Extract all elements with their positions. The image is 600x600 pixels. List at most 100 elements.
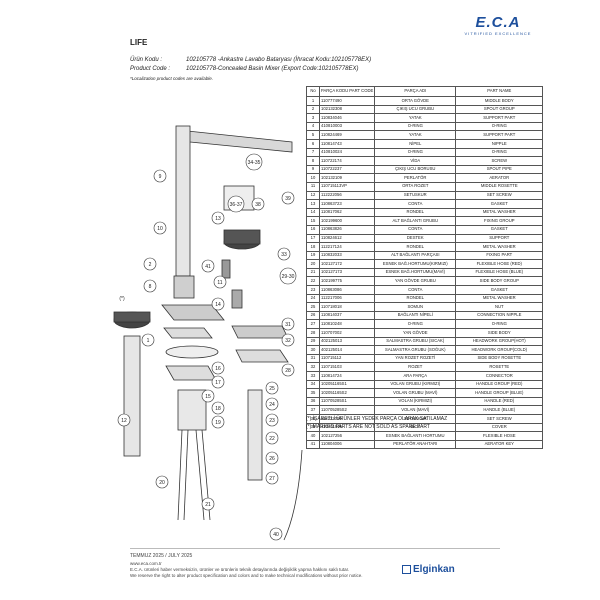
part-code: 110722174 [318, 156, 376, 166]
part-name: FLEXIBLE HOSE (RED) [455, 259, 544, 269]
part-code: 102132308 [318, 104, 376, 115]
part-name: SUPPORT PART [455, 113, 544, 123]
part-name: FIXING GROUP [455, 216, 544, 226]
callout-36-37: 36-37 [230, 202, 243, 208]
callout-28: 28 [285, 368, 291, 374]
parca-adi: ORTA ROZET [374, 181, 457, 192]
parca-adi: YAN GÖVDE [374, 328, 457, 338]
product-code-label: Product Code : [130, 66, 171, 72]
part-name: SIDE BODY [455, 328, 544, 338]
parca-adi: DESTEK [374, 233, 457, 244]
side-body-right [247, 389, 263, 481]
part-code: 112222056 [318, 190, 376, 201]
parca-adi: ORTA GÖVDE [374, 96, 457, 106]
part-name: SUPPORT [455, 233, 544, 244]
part-name: COVER [455, 422, 544, 433]
parca-adi: VOLAN (MAVİ) [374, 405, 457, 415]
part-number: 30 [306, 345, 320, 355]
part-name: GASKET [455, 224, 544, 235]
part-number: 40 [306, 431, 320, 441]
urun-kodu-label: Ürün Kodu : [130, 57, 163, 63]
part-number: 18 [306, 242, 320, 252]
part-name: HEADWORK GROUP(COLD) [455, 345, 544, 355]
footer-date: TEMMUZ 2025 / JULY 2025 [130, 553, 193, 559]
part-number: 19 [306, 250, 320, 261]
part-code: 102127173 [318, 267, 376, 278]
part-number: 12 [306, 190, 320, 201]
parca-adi: ÇIKIŞ UCU BORUSU [374, 164, 457, 175]
parca-adi: YATAK [374, 130, 457, 140]
part-name: O-RING [455, 319, 544, 330]
spout [176, 129, 293, 153]
part-name: HEADWORK GROUP(HOT) [455, 336, 544, 347]
callout-39: 39 [285, 196, 291, 202]
part-code: 110817062 [318, 207, 376, 218]
part-number: 41 [306, 439, 320, 450]
callout-20: 20 [159, 480, 165, 486]
parca-adi: ALT BAĞLANTI GRUBU [374, 216, 457, 226]
parca-adi: CONTA [374, 199, 457, 209]
part-name: MIDDLE ROSETTE [455, 181, 544, 192]
col-part-code: PARÇA KODU PART CODE [318, 86, 376, 97]
callout-32: 32 [285, 338, 291, 344]
part-number: 16 [306, 224, 320, 235]
callout-marked: (*) [119, 296, 125, 302]
part-number: 27 [306, 319, 320, 330]
part-code: 110705285S2 [318, 405, 376, 415]
parca-adi: VOLAN GRUBU (KIRMIZI) [374, 379, 457, 390]
eca-logo: E.C.A VITRIFIED EXCELLENCE [448, 14, 548, 44]
part-name: METAL WASHER [455, 207, 544, 218]
part-code: 110715103 [318, 362, 376, 372]
middle-body [173, 275, 195, 299]
part-code: 110824612 [318, 233, 376, 244]
parca-adi: RONDEL [374, 293, 457, 304]
part-number: 33 [306, 371, 320, 381]
part-number: 1 [306, 96, 320, 106]
elginkan-text: Elginkan [413, 564, 455, 575]
part-name: MIDDLE BODY [455, 96, 544, 106]
spout-pipe [175, 125, 191, 277]
callout-19: 19 [215, 420, 221, 426]
part-name: NUT [455, 302, 544, 312]
part-name: CONNECTION NIPPLE [455, 310, 544, 321]
side-body-left [123, 335, 141, 457]
part-number: 24 [306, 293, 320, 304]
callout-11: 11 [217, 280, 222, 286]
part-code: 110814037 [318, 310, 376, 321]
part-code: 110777490 [318, 96, 376, 106]
callout-21: 21 [205, 502, 211, 508]
callout-10: 10 [157, 226, 163, 232]
part-code: 102199600 [318, 216, 376, 226]
callout-17: 17 [215, 380, 221, 386]
parca-adi: ESNEK BAĞLANTI HORTUMU [374, 431, 457, 441]
parca-adi: PERLATÖR [374, 173, 457, 183]
callout-1: 1 [147, 338, 150, 344]
callout-13: 13 [215, 216, 221, 222]
part-number: 25 [306, 302, 320, 312]
part-number: 26 [306, 310, 320, 321]
part-code: 102051165S2 [318, 388, 376, 398]
part-code: 102051165S1 [318, 379, 376, 390]
part-code: 110810248 [318, 319, 376, 330]
elginkan-logo: Elginkan [402, 564, 455, 575]
parca-adi: ESNEK BAĞ.HORTUMU(KIRMIZI) [374, 259, 457, 269]
part-number: 23 [306, 285, 320, 295]
part-code: 102199775 [318, 276, 376, 287]
part-code: 110863086 [318, 285, 376, 295]
part-name: GASKET [455, 199, 544, 209]
parca-adi: CONTA [374, 285, 457, 295]
